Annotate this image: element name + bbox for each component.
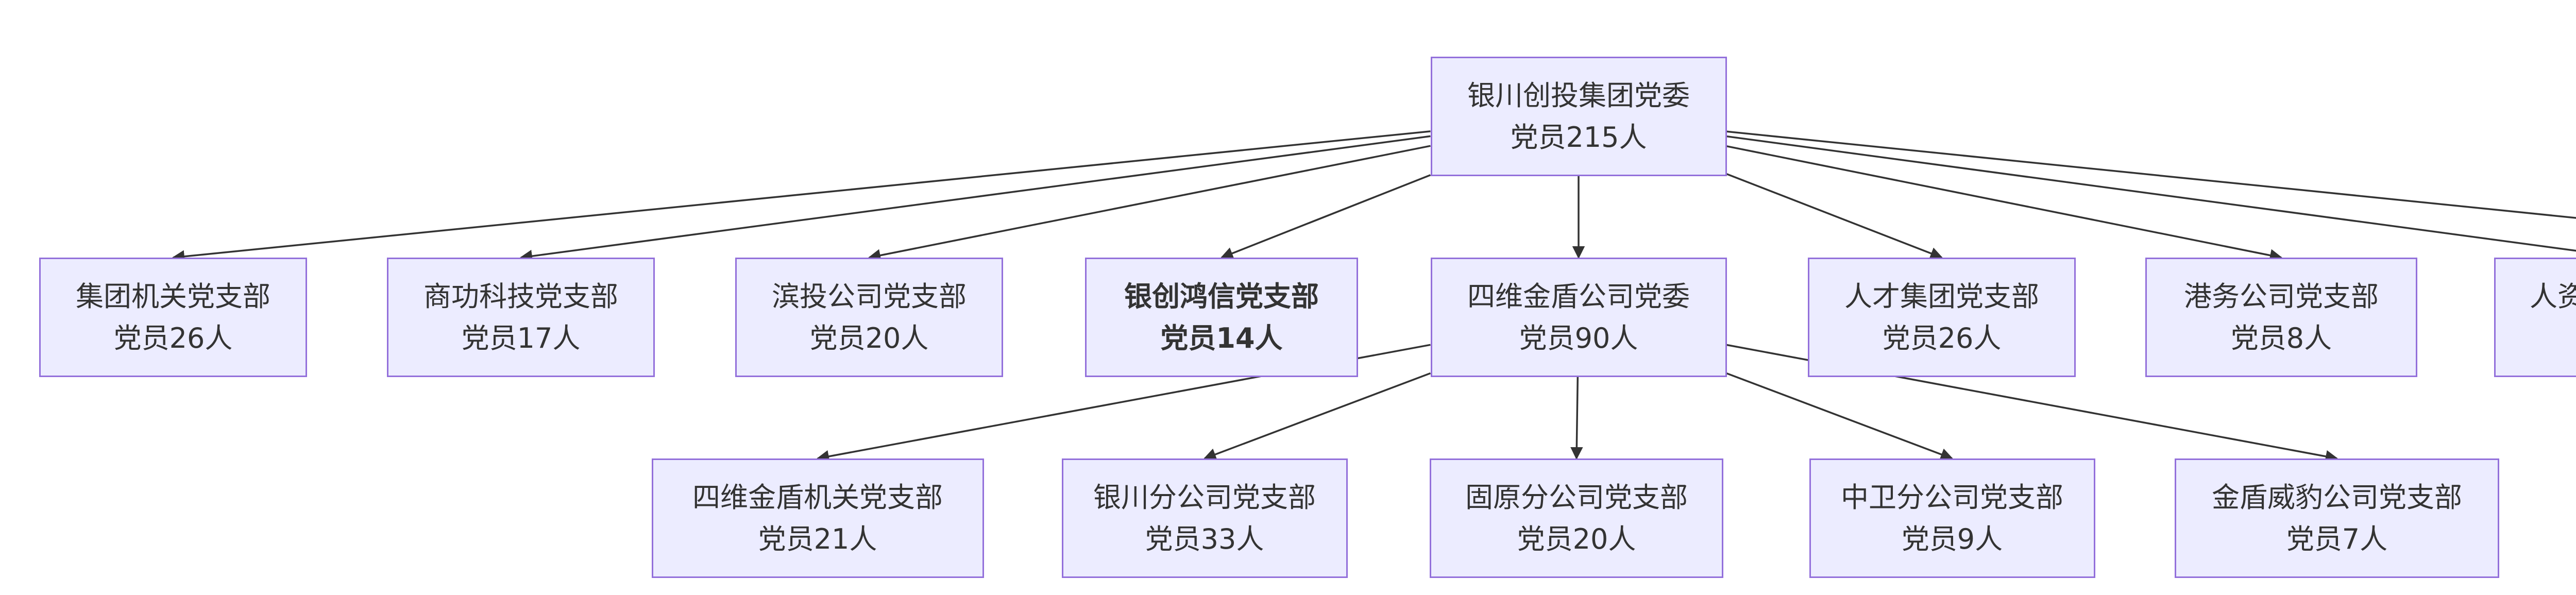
org-node-b3: 滨投公司党支部党员20人: [735, 258, 1003, 377]
org-edge-b5-c2: [1203, 372, 1431, 461]
org-edge-root-b9: [1726, 130, 2576, 219]
org-node-title: 四维金盾机关党支部: [692, 481, 943, 514]
org-node-title: 港务公司党支部: [2184, 280, 2379, 313]
org-node-b8: 人资公司党支部党员5人: [2494, 258, 2576, 377]
org-edge-root-b8: [1726, 135, 2576, 252]
org-node-c1: 四维金盾机关党支部党员21人: [651, 458, 984, 578]
org-node-title: 商功科技党支部: [423, 280, 618, 313]
org-node-title: 银川创投集团党委: [1467, 79, 1690, 112]
org-node-root: 银川创投集团党委党员215人: [1430, 57, 1727, 176]
org-node-b2: 商功科技党支部党员17人: [387, 258, 655, 377]
org-node-members: 党员21人: [758, 523, 877, 555]
org-edge-root-b1: [172, 130, 1431, 263]
org-node-c5: 金盾威豹公司党支部党员7人: [2175, 458, 2499, 578]
org-edge-root-b4: [1220, 174, 1431, 260]
org-node-b4: 银创鸿信党支部党员14人: [1085, 258, 1358, 377]
org-node-members: 党员90人: [1519, 322, 1638, 354]
org-node-title: 固原分公司党支部: [1465, 481, 1688, 514]
org-node-b5: 四维金盾公司党委党员90人: [1430, 258, 1727, 377]
org-edge-root-b7: [1726, 145, 2283, 262]
org-node-title: 四维金盾公司党委: [1467, 280, 1690, 313]
org-node-members: 党员9人: [1901, 523, 2003, 555]
org-node-members: 党员20人: [1517, 523, 1636, 555]
org-node-title: 集团机关党支部: [76, 280, 270, 313]
org-node-title: 银川分公司党支部: [1093, 481, 1316, 514]
org-node-members: 党员33人: [1145, 523, 1264, 555]
org-node-b7: 港务公司党支部党员8人: [2145, 258, 2417, 377]
org-edge-b5-c4: [1726, 372, 1954, 461]
org-node-b6: 人才集团党支部党员26人: [1808, 258, 2076, 377]
org-node-members: 党员26人: [113, 322, 233, 354]
org-node-members: 党员8人: [2230, 322, 2332, 354]
org-node-c3: 固原分公司党支部党员20人: [1430, 458, 1723, 578]
org-edge-root-b6: [1726, 173, 1943, 260]
org-node-members: 党员215人: [1510, 121, 1647, 154]
org-node-members: 党员14人: [1160, 322, 1283, 354]
org-node-b1: 集团机关党支部党员26人: [39, 258, 307, 377]
org-node-members: 党员20人: [809, 322, 929, 354]
org-node-members: 党员26人: [1882, 322, 2002, 354]
org-node-title: 中卫分公司党支部: [1841, 481, 2063, 514]
org-node-title: 人资公司党支部: [2530, 280, 2576, 313]
org-node-members: 党员17人: [461, 322, 581, 354]
org-node-title: 金盾威豹公司党支部: [2212, 481, 2462, 514]
org-edge-root-b2: [519, 135, 1431, 263]
org-node-members: 党员7人: [2286, 523, 2388, 555]
org-node-title: 滨投公司党支部: [772, 280, 967, 313]
org-edge-b5-c3: [1570, 377, 1583, 460]
org-edge-root-b3: [868, 145, 1431, 262]
org-node-title: 人才集团党支部: [1844, 280, 2039, 313]
org-node-title: 银创鸿信党支部: [1124, 280, 1319, 313]
org-node-c4: 中卫分公司党支部党员9人: [1809, 458, 2095, 578]
org-node-c2: 银川分公司党支部党员33人: [1061, 458, 1348, 578]
